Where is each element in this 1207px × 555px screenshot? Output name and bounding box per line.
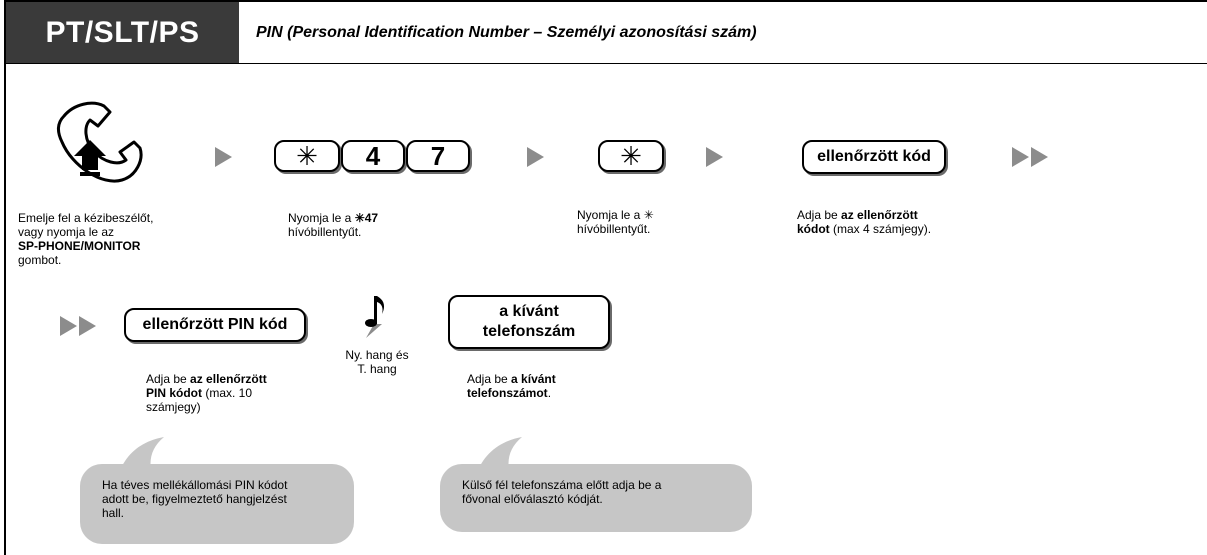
step2-description: Nyomja le a ✳47 hívóbillentyűt. <box>288 211 379 239</box>
music-note-icon <box>365 296 385 338</box>
handset-off-hook-icon <box>56 101 143 183</box>
desired-phone-number-key: a kívánt telefonszám <box>448 295 610 349</box>
verified-pin-key: ellenőrzött PIN kód <box>124 308 306 342</box>
digit-4-key: 4 <box>341 140 405 172</box>
page-title: PIN (Personal Identification Number – Sz… <box>256 24 757 41</box>
step-arrow-5a <box>60 316 77 336</box>
tone-description: Ny. hang és T. hang <box>345 348 409 376</box>
step-arrow-4b <box>1031 147 1048 167</box>
step-arrow-4a <box>1012 147 1029 167</box>
step4-description: Adja be az ellenőrzött kódot (max 4 szám… <box>797 208 932 236</box>
note-wrong-pin: Ha téves mellékállomási PIN kódot adott … <box>80 464 354 544</box>
step6-description: Adja be a kívánt telefonszámot. <box>467 372 556 400</box>
star-key-2: ✳ <box>598 140 664 172</box>
digit-7-key: 7 <box>406 140 470 172</box>
verified-code-key: ellenőrzött kód <box>802 140 946 174</box>
step5-description: Adja be az ellenőrzött PIN kódot (max. 1… <box>146 372 267 414</box>
note-trunk-prefix: Külső fél telefonszáma előtt adja be a f… <box>440 464 752 532</box>
header-bar <box>4 0 1207 64</box>
step-arrow-1 <box>215 147 232 167</box>
step-arrow-2 <box>527 147 544 167</box>
device-badge: PT/SLT/PS <box>6 2 239 63</box>
step-arrow-3 <box>706 147 723 167</box>
step1-description: Emelje fel a kézibeszélőt, vagy nyomja l… <box>18 211 154 267</box>
step3-description: Nyomja le a ✳ hívóbillentyűt. <box>577 208 654 236</box>
step-arrow-5b <box>79 316 96 336</box>
star-key: ✳ <box>274 140 340 172</box>
